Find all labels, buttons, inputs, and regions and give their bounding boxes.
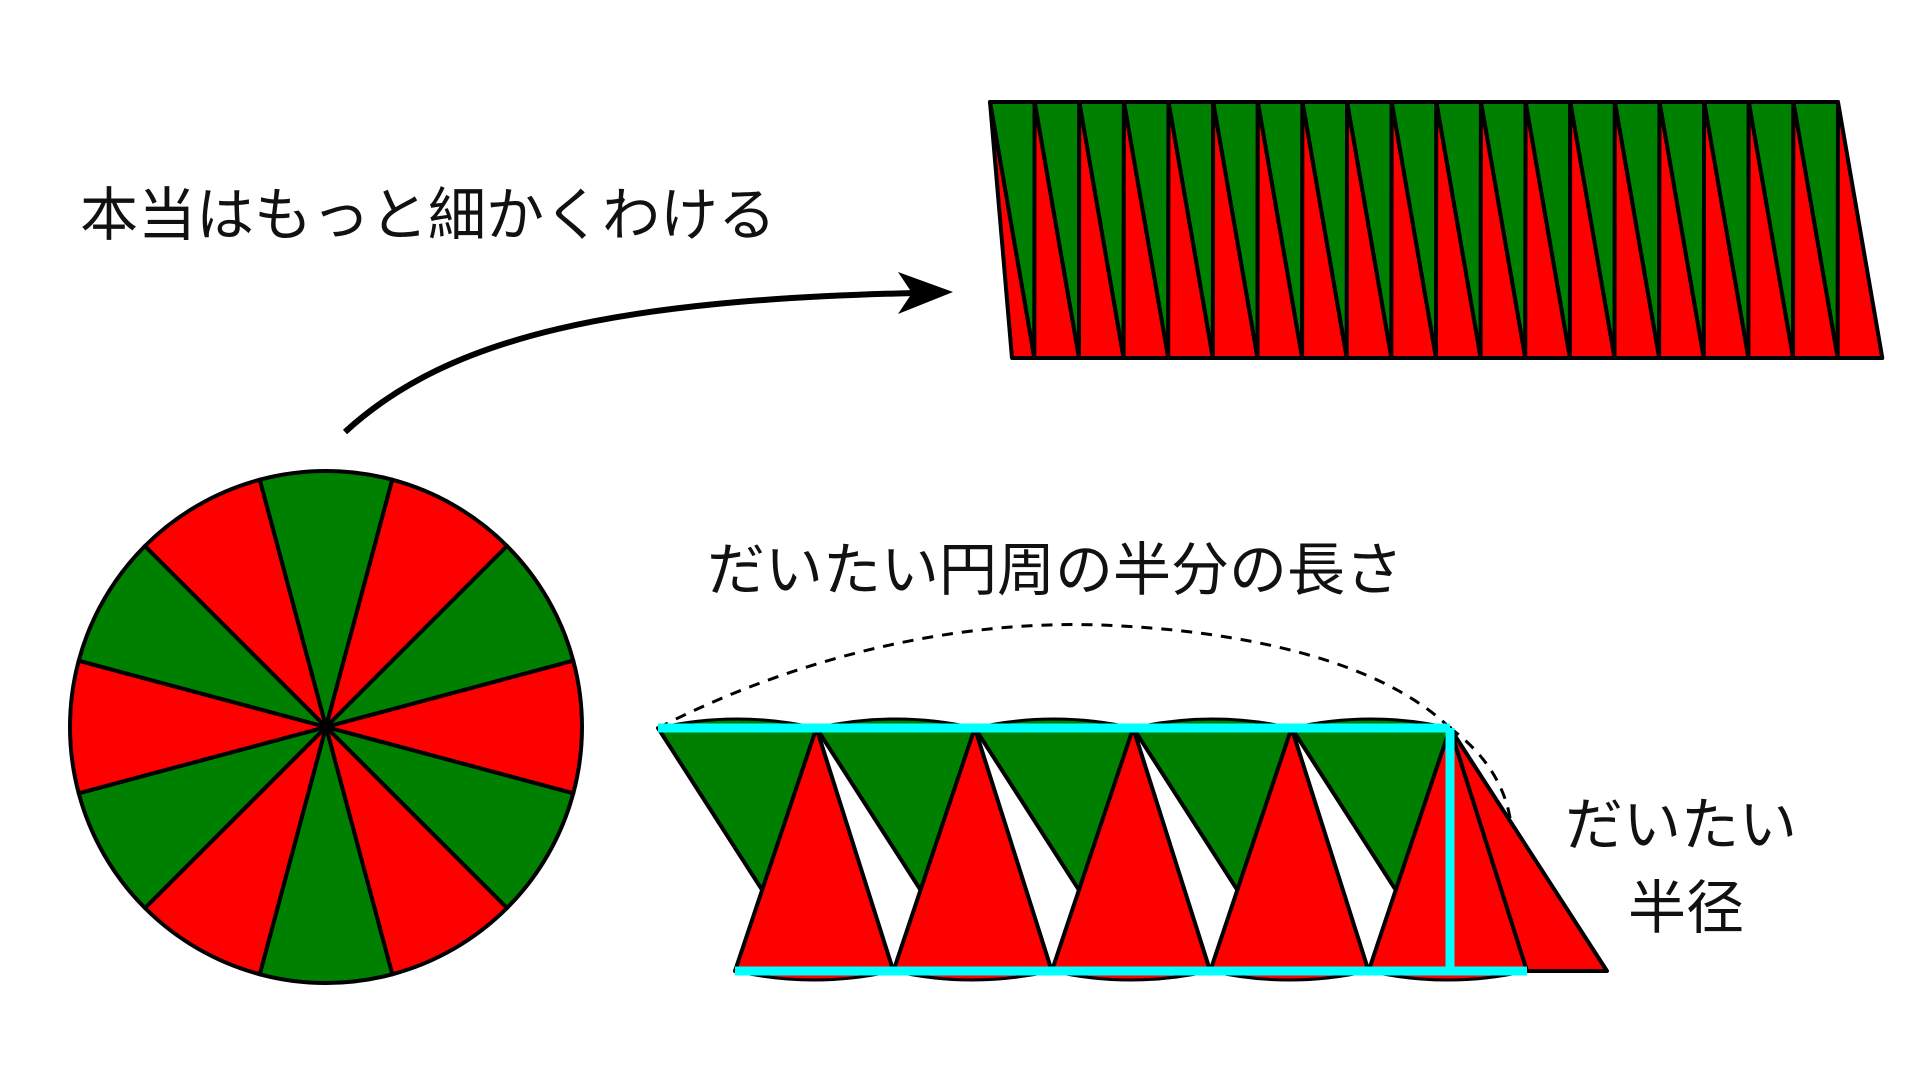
fine-sector-red <box>1612 100 1662 360</box>
fine-sector-red <box>1657 100 1706 360</box>
fine-sector-strip <box>988 100 1885 360</box>
finer-division-label: 本当はもっと細かくわける <box>80 181 776 249</box>
radius-label-line2: 半径 <box>1628 874 1744 942</box>
sector-circle <box>68 469 584 985</box>
fine-sector-red <box>1300 100 1349 360</box>
circle-sector <box>324 658 584 796</box>
circle-sector <box>324 725 576 911</box>
circle-sector <box>76 725 328 911</box>
radius-label-line1: だいたい <box>1565 791 1797 859</box>
circle-sector <box>68 658 328 796</box>
fine-sector-red <box>1478 100 1528 360</box>
fine-sector-red <box>1523 100 1572 360</box>
fine-sector-red <box>1210 100 1260 360</box>
fine-sector-red <box>1255 100 1305 360</box>
rectangle-highlight <box>658 723 1527 976</box>
fine-sector-red <box>1166 100 1215 360</box>
fine-sector-red <box>1791 100 1840 360</box>
fine-sector-red-edge <box>988 100 1037 360</box>
fine-sector-red <box>1389 100 1438 360</box>
fine-sector-red <box>1121 100 1171 360</box>
circle-sector <box>324 543 576 729</box>
circle-sector <box>142 477 328 729</box>
fine-sector-red <box>1344 100 1394 360</box>
coarse-sector-red-half <box>1448 726 1609 973</box>
circle-sector <box>142 725 328 977</box>
half-circumference-arc <box>657 623 1452 730</box>
fine-sector-red <box>1701 100 1751 360</box>
curved-arrow <box>342 272 953 435</box>
arrow-head-icon <box>898 272 953 314</box>
circle-sector <box>76 543 328 729</box>
circle-sector <box>324 477 510 729</box>
circle-sector <box>257 725 395 985</box>
fine-sector-red <box>1746 100 1796 360</box>
fine-sector-red <box>1032 100 1081 360</box>
fine-sector-red <box>1434 100 1483 360</box>
arrow-curve <box>342 290 916 435</box>
half-circumference-label: だいたい円周の半分の長さ <box>707 536 1403 604</box>
circle-sector <box>257 469 395 729</box>
circle-sector <box>324 725 510 977</box>
fine-sector-red <box>1567 100 1617 360</box>
fine-sector-red <box>1835 100 1885 360</box>
fine-sector-red <box>1076 100 1126 360</box>
coarse-sector-strip <box>656 717 1609 982</box>
